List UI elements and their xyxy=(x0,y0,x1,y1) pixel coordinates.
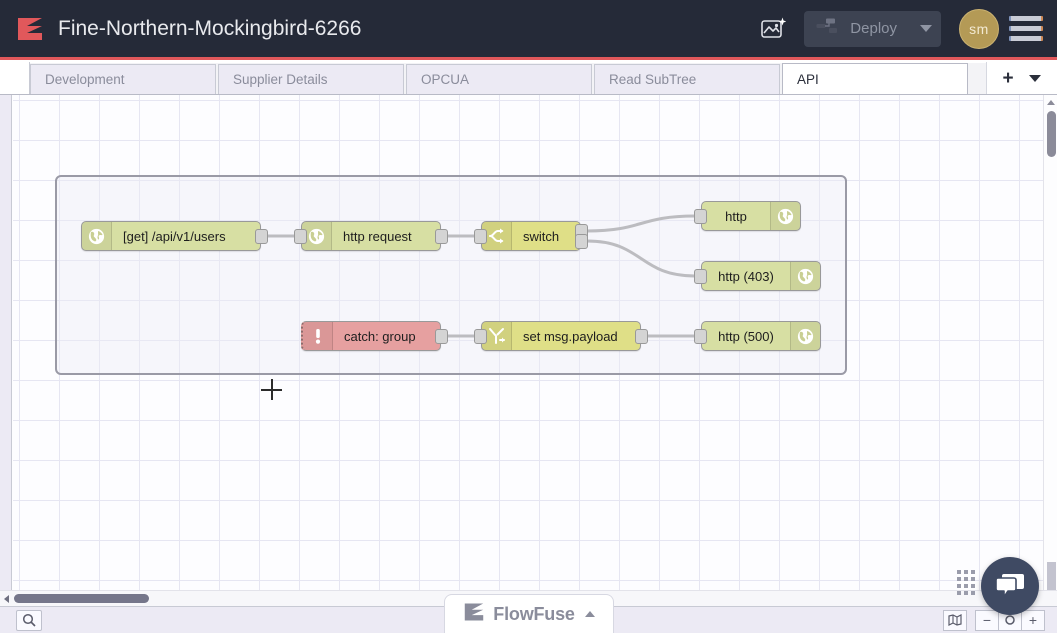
vertical-scrollbar[interactable] xyxy=(1043,95,1057,590)
warning-icon xyxy=(303,322,333,350)
node-input-port[interactable] xyxy=(694,208,707,224)
brand-area: Fine-Northern-Mockingbird-6266 xyxy=(0,16,752,42)
globe-icon xyxy=(770,202,800,230)
hamburger-menu-icon[interactable] xyxy=(1009,16,1043,41)
wire-layer xyxy=(266,214,696,338)
horizontal-scroll-thumb[interactable] xyxy=(14,594,149,603)
flowfuse-logo-icon xyxy=(463,602,485,627)
flow-node-http-in[interactable]: [get] /api/v1/users xyxy=(81,221,261,251)
palette-gutter[interactable] xyxy=(0,95,12,590)
vertical-scroll-track-end[interactable] xyxy=(1047,562,1056,590)
globe-icon xyxy=(790,322,820,350)
node-output-port[interactable] xyxy=(575,233,588,249)
tab-label: Read SubTree xyxy=(609,72,697,87)
scroll-up-icon[interactable] xyxy=(1047,100,1055,105)
wire-switch-to-http-resp-403[interactable] xyxy=(586,239,696,278)
tab-label: API xyxy=(797,72,819,87)
globe-icon xyxy=(82,222,112,250)
avatar[interactable]: sm xyxy=(959,8,999,49)
flow-tab-bar: Development Supplier Details OPCUA Read Sub… xyxy=(0,62,1057,95)
deploy-button[interactable]: Deploy xyxy=(804,11,911,47)
tab-development[interactable]: Development xyxy=(30,64,216,94)
ai-assistant-image-icon[interactable] xyxy=(752,9,794,49)
node-input-port[interactable] xyxy=(474,328,487,344)
deploy-node-icon xyxy=(816,18,842,39)
flow-canvas[interactable]: [get] /api/v1/users http request switch htt… xyxy=(13,95,1057,590)
tab-api[interactable]: API xyxy=(782,63,968,94)
scroll-left-icon[interactable] xyxy=(4,594,9,603)
navigator-map-icon[interactable] xyxy=(943,609,967,631)
flowfuse-label: FlowFuse xyxy=(493,603,575,624)
flow-node-label: http (403) xyxy=(718,268,774,284)
tab-label: OPCUA xyxy=(421,72,470,87)
tab-opcua[interactable]: OPCUA xyxy=(406,64,592,94)
app-header: Fine-Northern-Mockingbird-6266 xyxy=(0,0,1057,60)
node-output-port[interactable] xyxy=(635,328,648,344)
flow-node-label: switch xyxy=(523,228,560,244)
node-output-port[interactable] xyxy=(435,328,448,344)
status-bar-left xyxy=(0,609,42,631)
plus-icon[interactable]: + xyxy=(1002,67,1014,89)
deploy-label: Deploy xyxy=(850,20,897,37)
node-output-port[interactable] xyxy=(435,228,448,244)
flow-node-label: catch: group xyxy=(344,328,416,344)
flow-workspace: [get] /api/v1/users http request switch htt… xyxy=(0,95,1057,590)
flow-node-switch[interactable]: switch xyxy=(481,221,581,251)
chevron-down-icon[interactable] xyxy=(911,11,941,47)
tab-label: Supplier Details xyxy=(233,72,328,87)
chat-bubble-icon[interactable] xyxy=(981,557,1039,615)
flow-node-http-request[interactable]: http request xyxy=(301,221,441,251)
header-actions: Deploy sm xyxy=(752,8,1057,49)
node-input-port[interactable] xyxy=(694,328,707,344)
tab-actions: + xyxy=(986,62,1057,94)
flowfuse-logo-icon xyxy=(16,16,44,42)
status-bar-right: − + xyxy=(943,609,1057,631)
flowfuse-branding-pill[interactable]: FlowFuse xyxy=(444,594,614,633)
tab-list: Development Supplier Details OPCUA Read Sub… xyxy=(30,62,986,94)
deploy-group: Deploy xyxy=(804,10,941,47)
flow-node-label: http request xyxy=(343,228,412,244)
node-input-port[interactable] xyxy=(694,268,707,284)
node-input-port[interactable] xyxy=(294,228,307,244)
zoom-out-button[interactable]: − xyxy=(975,609,999,631)
chevron-up-icon[interactable] xyxy=(584,611,595,617)
globe-icon xyxy=(790,262,820,290)
flow-node-label: http xyxy=(725,208,747,224)
flow-node-change-node[interactable]: set msg.payload xyxy=(481,321,641,351)
flow-node-http-resp-1[interactable]: http xyxy=(701,201,801,231)
flow-node-label: set msg.payload xyxy=(523,328,618,344)
node-output-port[interactable] xyxy=(255,228,268,244)
flow-node-http-resp-500[interactable]: http (500) xyxy=(701,321,821,351)
flow-node-label: [get] /api/v1/users xyxy=(123,228,226,244)
chevron-down-icon[interactable] xyxy=(1023,64,1047,92)
globe-icon xyxy=(302,222,332,250)
flow-node-label: http (500) xyxy=(718,328,774,344)
page-title: Fine-Northern-Mockingbird-6266 xyxy=(58,16,362,40)
tab-supplier-details[interactable]: Supplier Details xyxy=(218,64,404,94)
wire-switch-to-http-resp-1[interactable] xyxy=(586,214,696,233)
drag-dots-icon[interactable] xyxy=(957,570,975,596)
flow-node-http-resp-403[interactable]: http (403) xyxy=(701,261,821,291)
node-input-port[interactable] xyxy=(474,228,487,244)
tab-read-subtree[interactable]: Read SubTree xyxy=(594,64,780,94)
flow-node-catch-group[interactable]: catch: group xyxy=(301,321,441,351)
zoom-in-button[interactable]: + xyxy=(1021,609,1045,631)
change-icon xyxy=(482,322,512,350)
tab-bar-gutter xyxy=(0,62,30,94)
search-icon[interactable] xyxy=(16,609,42,631)
vertical-scroll-thumb[interactable] xyxy=(1047,111,1056,157)
switch-icon xyxy=(482,222,512,250)
tab-label: Development xyxy=(45,72,125,87)
